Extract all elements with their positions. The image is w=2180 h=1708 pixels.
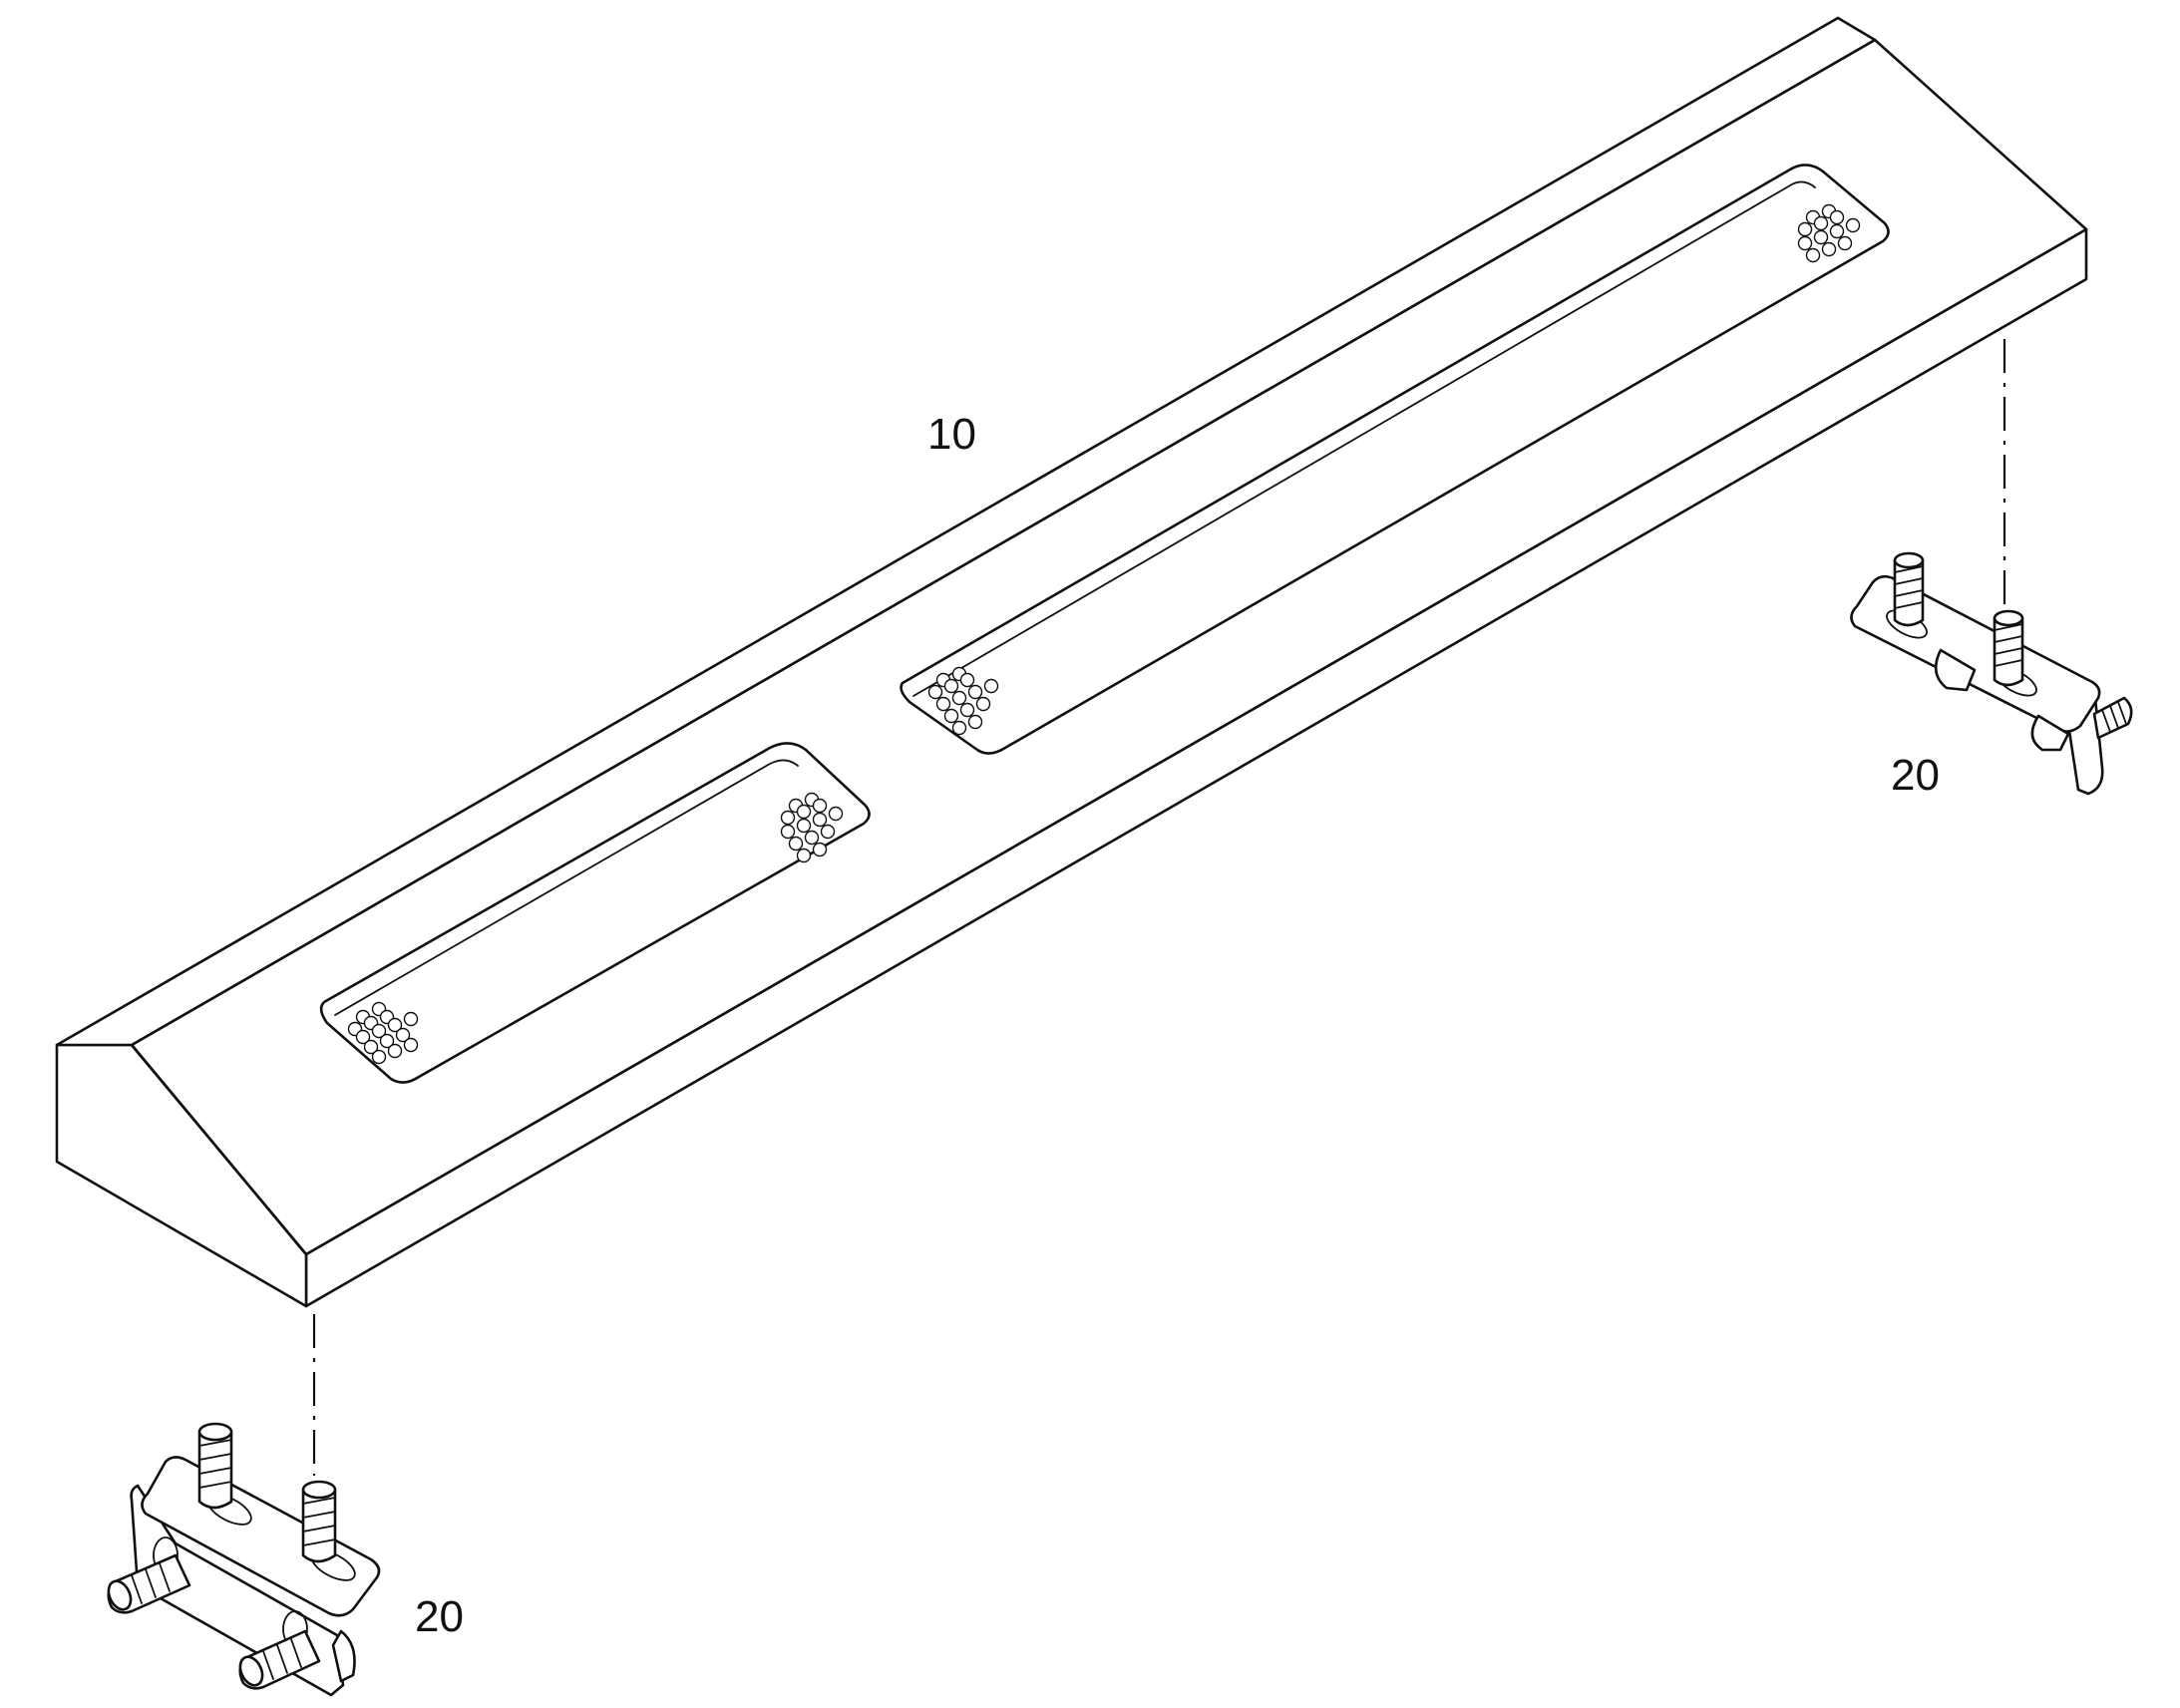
perforation-pattern [1797, 203, 1861, 263]
part-20-bracket-left [107, 1422, 381, 1697]
bar-bevel-face [55, 16, 1877, 1047]
perforation-pattern [780, 792, 844, 863]
threaded-stud [2092, 696, 2133, 740]
threaded-stud [1993, 609, 2024, 687]
callout-part-20-left: 20 [415, 1592, 464, 1641]
threaded-stud [197, 1422, 233, 1510]
threaded-stud [107, 1553, 191, 1614]
part-10-bar [55, 16, 2088, 1308]
left-slot-recess [319, 742, 871, 1084]
perforation-pattern [347, 1001, 419, 1065]
threaded-stud [238, 1629, 321, 1690]
threaded-stud [301, 1480, 337, 1563]
right-slot-recess [900, 164, 1890, 755]
perforation-pattern [927, 666, 999, 736]
callout-part-20-right: 20 [1891, 751, 1940, 800]
part-20-bracket-right [1850, 551, 2133, 796]
threaded-stud [1893, 551, 1925, 627]
callout-part-10: 10 [927, 410, 976, 459]
